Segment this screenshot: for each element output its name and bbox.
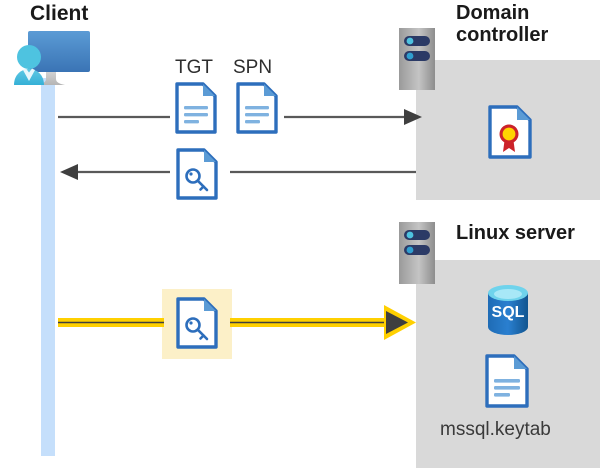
- presented-ticket-arrow: [58, 305, 416, 340]
- tgt-label: TGT: [175, 57, 213, 78]
- server-rack-icon-dc: [399, 28, 435, 90]
- certificate-document-icon: [488, 105, 532, 159]
- domain-controller-title: Domain controller: [456, 2, 549, 47]
- sql-database-icon: SQL: [488, 285, 528, 335]
- document-lines-icon-tgt: [175, 82, 217, 134]
- client-lifeline: [41, 78, 55, 456]
- document-lines-icon-spn: [236, 82, 278, 134]
- spn-label: SPN: [233, 57, 273, 78]
- server-rack-icon-linux: [399, 222, 435, 284]
- keytab-file-label: mssql.keytab: [440, 419, 551, 440]
- sql-label: SQL: [492, 304, 525, 321]
- keytab-document-icon: [485, 354, 529, 408]
- user-computer-icon: [14, 31, 90, 85]
- key-document-icon-presented: [176, 297, 218, 349]
- client-title: Client: [30, 2, 89, 25]
- ticket-arrowhead: [60, 164, 78, 180]
- key-document-icon-returned: [176, 148, 218, 200]
- request-arrowhead: [404, 109, 422, 125]
- linux-server-title: Linux server: [456, 222, 575, 244]
